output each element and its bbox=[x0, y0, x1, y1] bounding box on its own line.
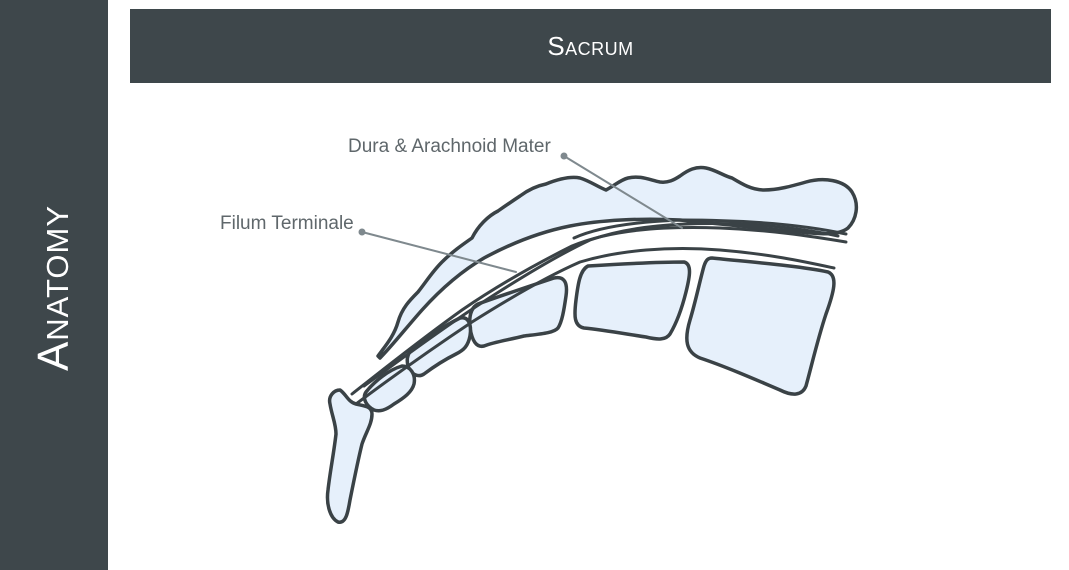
sidebar: Anatomy bbox=[0, 0, 108, 570]
dura-line-inner bbox=[354, 247, 836, 406]
dura-line-outer bbox=[350, 226, 848, 396]
page-title: Sacrum bbox=[547, 30, 634, 61]
dura-label: Dura & Arachnoid Mater bbox=[348, 136, 551, 157]
vertebra-s2 bbox=[573, 260, 692, 341]
vertebra-s3 bbox=[467, 275, 569, 349]
sacral-crest bbox=[376, 165, 859, 360]
filum-leader-line bbox=[361, 231, 517, 273]
filum-label: Filum Terminale bbox=[220, 213, 354, 234]
vertebra-s5 bbox=[362, 364, 417, 413]
dura-leader-line bbox=[563, 155, 683, 229]
filum-leader-dot bbox=[358, 228, 366, 236]
vertebra-s1 bbox=[685, 256, 836, 396]
dura-leader-dot bbox=[560, 152, 568, 160]
arachnoid-line bbox=[572, 218, 848, 240]
coccyx bbox=[325, 388, 374, 524]
filum-line bbox=[362, 222, 840, 388]
header-bar: Sacrum bbox=[130, 9, 1051, 83]
